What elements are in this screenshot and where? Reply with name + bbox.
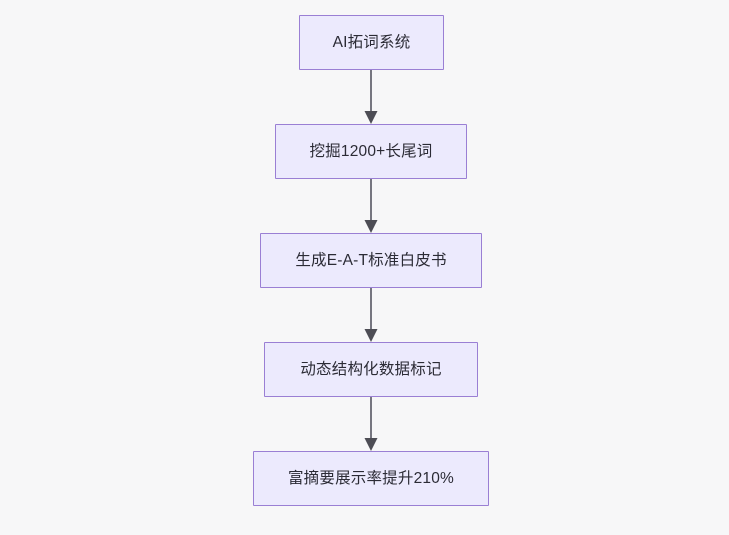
flowchart-node-label: 生成E-A-T标准白皮书 — [295, 251, 447, 269]
edge-node1-to-node2 — [364, 70, 378, 124]
flowchart-node-generate-eat-whitepaper[interactable]: 生成E-A-T标准白皮书 — [260, 233, 482, 288]
flowchart-node-mine-longtail-keywords[interactable]: 挖掘1200+长尾词 — [275, 124, 467, 179]
flowchart-node-rich-snippet-rate-increase[interactable]: 富摘要展示率提升210% — [253, 451, 489, 506]
edge-node2-to-node3 — [364, 179, 378, 233]
flowchart-node-dynamic-structured-data-markup[interactable]: 动态结构化数据标记 — [264, 342, 478, 397]
edge-node3-to-node4 — [364, 288, 378, 342]
edge-node4-to-node5 — [364, 397, 378, 451]
flowchart-node-label: 挖掘1200+长尾词 — [309, 142, 433, 160]
flowchart-node-label: 富摘要展示率提升210% — [287, 469, 455, 487]
flowchart-node-ai-keyword-system[interactable]: AI拓词系统 — [299, 15, 444, 70]
flowchart-node-label: 动态结构化数据标记 — [300, 360, 442, 378]
flowchart-node-label: AI拓词系统 — [332, 33, 411, 51]
